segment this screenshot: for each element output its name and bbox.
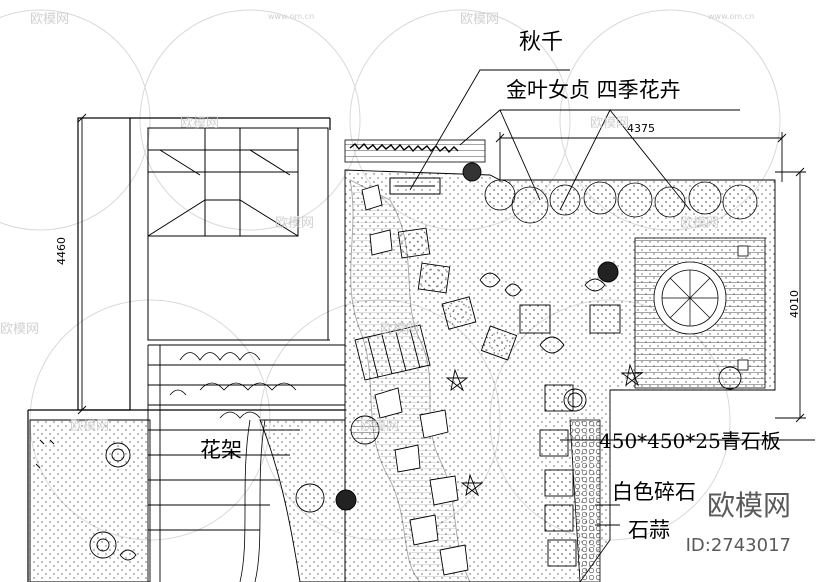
watermark-logo: 欧模网 [380, 322, 420, 337]
dimension-left: 4460 [55, 237, 68, 265]
dimension-lines [77, 113, 806, 423]
label-white-gravel: 白色碎石 [612, 480, 696, 504]
leader-lines [409, 69, 815, 526]
watermark-logo: 欧模网 [460, 12, 500, 27]
pergola-slats [147, 344, 345, 582]
label-privet-flowers: 金叶女贞 四季花卉 [506, 78, 681, 102]
stream-rocks [349, 179, 471, 582]
building-walls [27, 117, 345, 582]
label-pergola: 花架 [200, 438, 242, 462]
watermark-logo: 欧模网 [0, 322, 40, 337]
pergola-vines [169, 352, 297, 582]
watermark-logo: 欧模网 [680, 216, 720, 231]
watermark-logo: 欧模网 [30, 12, 70, 27]
flower-shrub-row [484, 179, 758, 224]
watermark-url: www.om.cn [708, 12, 755, 21]
watermark-logo: 欧模网 [180, 116, 220, 131]
label-swing: 秋千 [519, 30, 564, 55]
model-id: ID:2743017 [685, 535, 791, 556]
watermark-logo: 欧模网 [360, 419, 400, 434]
watermark-logo: 欧模网 [590, 116, 630, 131]
gravel-strip [569, 419, 601, 582]
stepping-stones [397, 227, 621, 567]
label-stone-slab: 450*450*25青石板 [599, 429, 781, 453]
swing [389, 177, 441, 195]
dimension-top: 4375 [627, 122, 655, 135]
wood-deck [634, 237, 766, 389]
label-spider-lily: 石蒜 [628, 518, 670, 542]
staircase [147, 127, 330, 341]
plants [35, 162, 742, 561]
watermark-url: www.om.cn [268, 12, 315, 21]
watermark-logo: 欧模网 [70, 419, 110, 434]
watermark-logo: 欧模网 [275, 216, 315, 231]
hedge-strip [344, 139, 486, 163]
dimension-right: 4010 [788, 290, 801, 318]
brand-logo: 欧模网 [706, 489, 791, 522]
